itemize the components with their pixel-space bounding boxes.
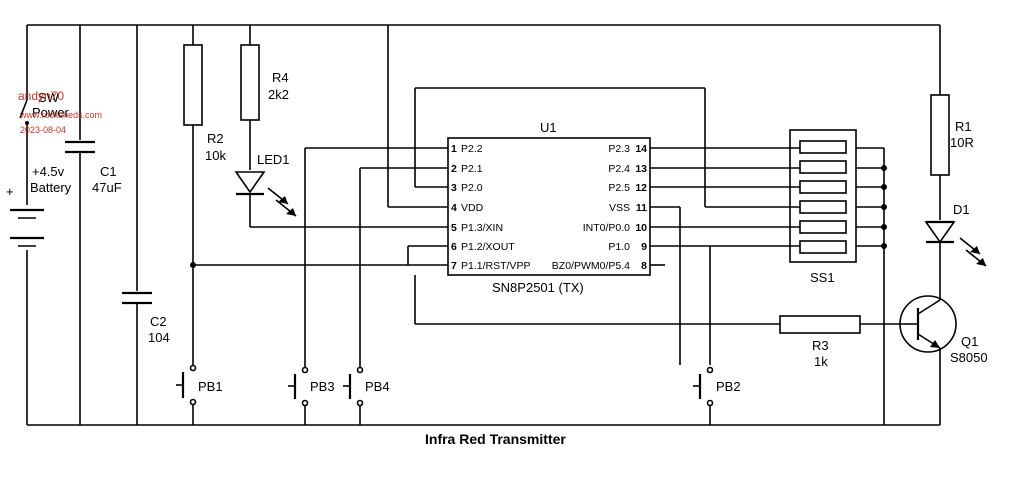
battery-symbol bbox=[10, 25, 44, 425]
pb4-name: PB4 bbox=[365, 379, 390, 394]
c1-value: 47uF bbox=[92, 180, 122, 195]
ic-pin-label: P2.4 bbox=[608, 163, 630, 175]
ic-pin-label: P2.1 bbox=[461, 163, 483, 175]
c1-name: C1 bbox=[100, 164, 117, 179]
ic-pin-label: P1.3/XIN bbox=[461, 222, 503, 234]
ic-pin-number: 10 bbox=[635, 222, 647, 234]
ic-pin-label: BZ0/PWM0/P5.4 bbox=[552, 260, 630, 272]
ic-pin-label: P2.5 bbox=[608, 182, 630, 194]
ic-pin-label: VDD bbox=[461, 202, 484, 214]
r4-value: 2k2 bbox=[268, 87, 289, 102]
d1-name: D1 bbox=[953, 202, 970, 217]
ic-pin-label: P2.0 bbox=[461, 182, 483, 194]
labels: +4.5v Battery + SW Power C1 47uF C2 104 … bbox=[6, 70, 988, 447]
ic-pin-number: 8 bbox=[641, 260, 647, 272]
pb3-name: PB3 bbox=[310, 379, 335, 394]
capacitor-c2 bbox=[122, 25, 152, 425]
battery-label: Battery bbox=[30, 180, 72, 195]
ic-pin-number: 14 bbox=[635, 143, 647, 155]
r3-value: 1k bbox=[814, 354, 828, 369]
ic-pin-label: P2.2 bbox=[461, 143, 483, 155]
ic-pin-number: 12 bbox=[635, 182, 647, 194]
resistor-r3 bbox=[779, 315, 904, 334]
pushbutton-pb2 bbox=[693, 366, 714, 425]
capacitor-c1 bbox=[65, 25, 95, 425]
ss1-name: SS1 bbox=[810, 270, 835, 285]
c2-name: C2 bbox=[150, 314, 167, 329]
xout-wire bbox=[407, 245, 448, 265]
c2-value: 104 bbox=[148, 330, 170, 345]
vdd-wire bbox=[387, 25, 448, 208]
ic-pin-number: 2 bbox=[451, 163, 457, 175]
r3-name: R3 bbox=[812, 338, 829, 353]
ic-pin-number: 7 bbox=[451, 260, 457, 272]
ic-part-number: SN8P2501 (TX) bbox=[492, 280, 584, 295]
ic-designator: U1 bbox=[540, 120, 557, 135]
ic-pin-label: VSS bbox=[609, 202, 630, 214]
ic-pin-label: P1.1/RST/VPP bbox=[461, 260, 530, 272]
switch-label: SW bbox=[38, 90, 60, 105]
r2-value: 10k bbox=[205, 148, 226, 163]
battery-plus: + bbox=[6, 184, 14, 199]
r4-name: R4 bbox=[272, 70, 289, 85]
ic-pin-number: 13 bbox=[635, 163, 647, 175]
pb2-name: PB2 bbox=[716, 379, 741, 394]
resistor-r2 bbox=[183, 25, 203, 365]
r2-name: R2 bbox=[207, 131, 224, 146]
resistor-r1 bbox=[930, 25, 950, 220]
pb1-name: PB1 bbox=[198, 379, 223, 394]
ic-pin-label: INT0/P0.0 bbox=[583, 222, 630, 234]
q1-value: S8050 bbox=[950, 350, 988, 365]
watermark-site: www.rocksheds.com bbox=[19, 110, 102, 120]
ic-pin-label: P1.2/XOUT bbox=[461, 241, 515, 253]
pushbutton-pb3 bbox=[288, 147, 448, 425]
diagram-title: Infra Red Transmitter bbox=[425, 431, 566, 447]
switch-bank-ss1 bbox=[789, 129, 887, 425]
ic-pin-number: 11 bbox=[636, 202, 647, 214]
transistor-q1 bbox=[899, 295, 957, 425]
ic-pin-number: 3 bbox=[451, 182, 457, 194]
watermark-date: 2023-08-04 bbox=[20, 125, 66, 135]
ic-pin-label: P2.3 bbox=[608, 143, 630, 155]
resistor-r4 bbox=[240, 25, 260, 170]
battery-voltage: +4.5v bbox=[32, 164, 65, 179]
r1-value: 10R bbox=[950, 135, 974, 150]
pushbutton-pb1 bbox=[176, 364, 197, 425]
ic-pin-number: 4 bbox=[451, 202, 457, 214]
reset-wire bbox=[190, 262, 448, 268]
ic-right-wires bbox=[650, 147, 800, 365]
watermark-user: andyn70 bbox=[18, 89, 64, 103]
watermark: andyn70 www.rocksheds.com 2023-08-04 bbox=[18, 89, 102, 135]
pushbutton-pb4 bbox=[343, 167, 448, 425]
ic-pin-label: P1.0 bbox=[608, 241, 630, 253]
pwm-wire bbox=[414, 264, 780, 325]
ic-pin-number: 9 bbox=[641, 241, 647, 253]
diode-d1 bbox=[924, 220, 987, 300]
switch-sublabel: Power bbox=[32, 105, 70, 120]
power-switch bbox=[19, 99, 29, 132]
r1-name: R1 bbox=[955, 119, 972, 134]
ic-pin-number: 6 bbox=[451, 241, 457, 253]
q1-name: Q1 bbox=[961, 334, 978, 349]
led1-symbol bbox=[234, 171, 448, 228]
ic-pin-number: 5 bbox=[451, 222, 457, 234]
ic-pin-number: 1 bbox=[451, 143, 457, 155]
led1-name: LED1 bbox=[257, 152, 290, 167]
